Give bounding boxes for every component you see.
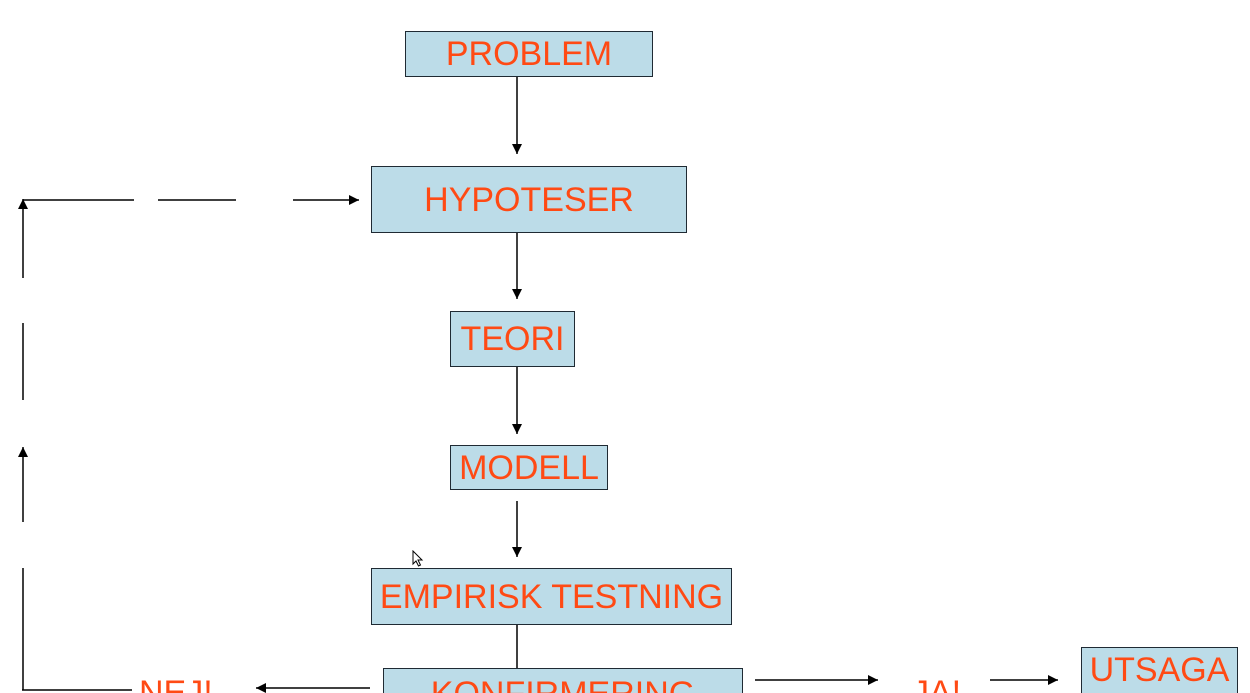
empirisk-testning-node: EMPIRISK TESTNING — [371, 568, 732, 625]
branch-label-ja: JA! — [912, 674, 962, 693]
modell-node-label: MODELL — [459, 448, 599, 487]
modell-node: MODELL — [450, 445, 608, 490]
hypoteser-node: HYPOTESER — [371, 166, 687, 233]
hypoteser-node-label: HYPOTESER — [424, 180, 634, 219]
empirisk-testning-node-label: EMPIRISK TESTNING — [379, 577, 724, 616]
problem-node-label: PROBLEM — [445, 35, 613, 73]
utsaga-node-label: UTSAGA — [1089, 651, 1230, 689]
teori-node-label: TEORI — [460, 320, 565, 358]
utsaga-node: UTSAGA — [1081, 647, 1238, 693]
konfirmering-node-label: KONFIRMERING — [431, 677, 695, 693]
branch-label-nej: NEJ! — [139, 674, 213, 693]
mouse-cursor-icon — [412, 550, 424, 567]
konfirmering-node: KONFIRMERING — [383, 668, 743, 693]
teori-node: TEORI — [450, 311, 575, 367]
problem-node: PROBLEM — [405, 31, 653, 77]
